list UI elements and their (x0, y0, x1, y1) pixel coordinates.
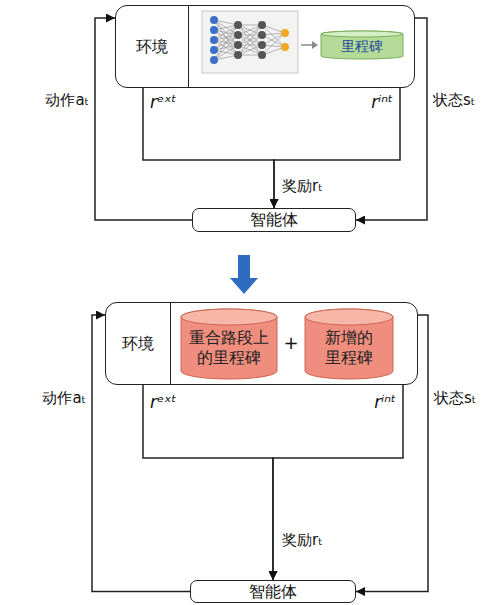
cylinder-body (305, 309, 393, 379)
output-neurons (281, 29, 289, 51)
node-text: 重合路段上的里程碑 (188, 328, 270, 366)
node-text: 环境 (136, 37, 168, 56)
edge-label: rᵉˣᵗ (150, 92, 177, 112)
reward-line (274, 88, 400, 208)
edge-label: 动作aₜ (42, 389, 86, 407)
node-text: 智能体 (249, 582, 297, 601)
milestone-cylinder: 新增的里程碑 (304, 308, 394, 380)
text-area: 新增的里程碑 (304, 324, 394, 372)
edge-label: rⁱⁿᵗ (374, 392, 396, 412)
node-text: 里程碑 (341, 38, 383, 55)
plus-sign: + (283, 332, 298, 354)
text-area: 智能体 (191, 581, 355, 602)
cylinder-body (321, 31, 403, 59)
environment-box: 环境 重合路段上的里程碑 新增的里程碑 (105, 302, 418, 385)
action-arrow (92, 315, 190, 592)
cylinder-top (181, 309, 277, 325)
text-area: 环境 (106, 303, 171, 384)
environment-box: 环境 里程碑 (115, 5, 415, 88)
icon-frame (202, 11, 298, 73)
agent-box: 智能体 (192, 208, 356, 232)
edge-label: 状态sₜ (434, 389, 476, 407)
text-area: 环境 (116, 6, 189, 87)
milestone-cylinder: 里程碑 (320, 30, 404, 60)
reward-label: 奖励rₜ (282, 531, 323, 549)
reward-label: 奖励rₜ (282, 177, 323, 195)
node-text: 环境 (122, 334, 154, 353)
edge-label: rⁱⁿᵗ (371, 92, 393, 112)
edge-label: 动作aₜ (45, 91, 89, 109)
milestone-cylinder: 重合路段上的里程碑 (180, 308, 278, 380)
transition-arrow (230, 255, 258, 294)
reward-line (273, 385, 403, 580)
reward-line (143, 88, 274, 208)
agent-box: 智能体 (190, 580, 356, 603)
text-area: 里程碑 (320, 36, 404, 57)
reward-line (143, 385, 273, 580)
edge-label: 状态sₜ (433, 91, 475, 109)
cylinder-top (305, 309, 393, 325)
text-area: 重合路段上的里程碑 (180, 324, 278, 372)
network-links (214, 20, 285, 60)
edge-label: rᵉˣᵗ (150, 392, 177, 412)
neural-network-icon (202, 11, 298, 73)
node-text: 新增的里程碑 (324, 328, 374, 366)
input-neurons (210, 16, 218, 64)
cylinder-top (321, 31, 403, 37)
cylinder-body (181, 309, 277, 379)
node-text: 智能体 (250, 210, 298, 229)
text-area: 智能体 (193, 209, 355, 231)
small-arrow (301, 41, 318, 49)
hidden-neurons (234, 21, 266, 59)
